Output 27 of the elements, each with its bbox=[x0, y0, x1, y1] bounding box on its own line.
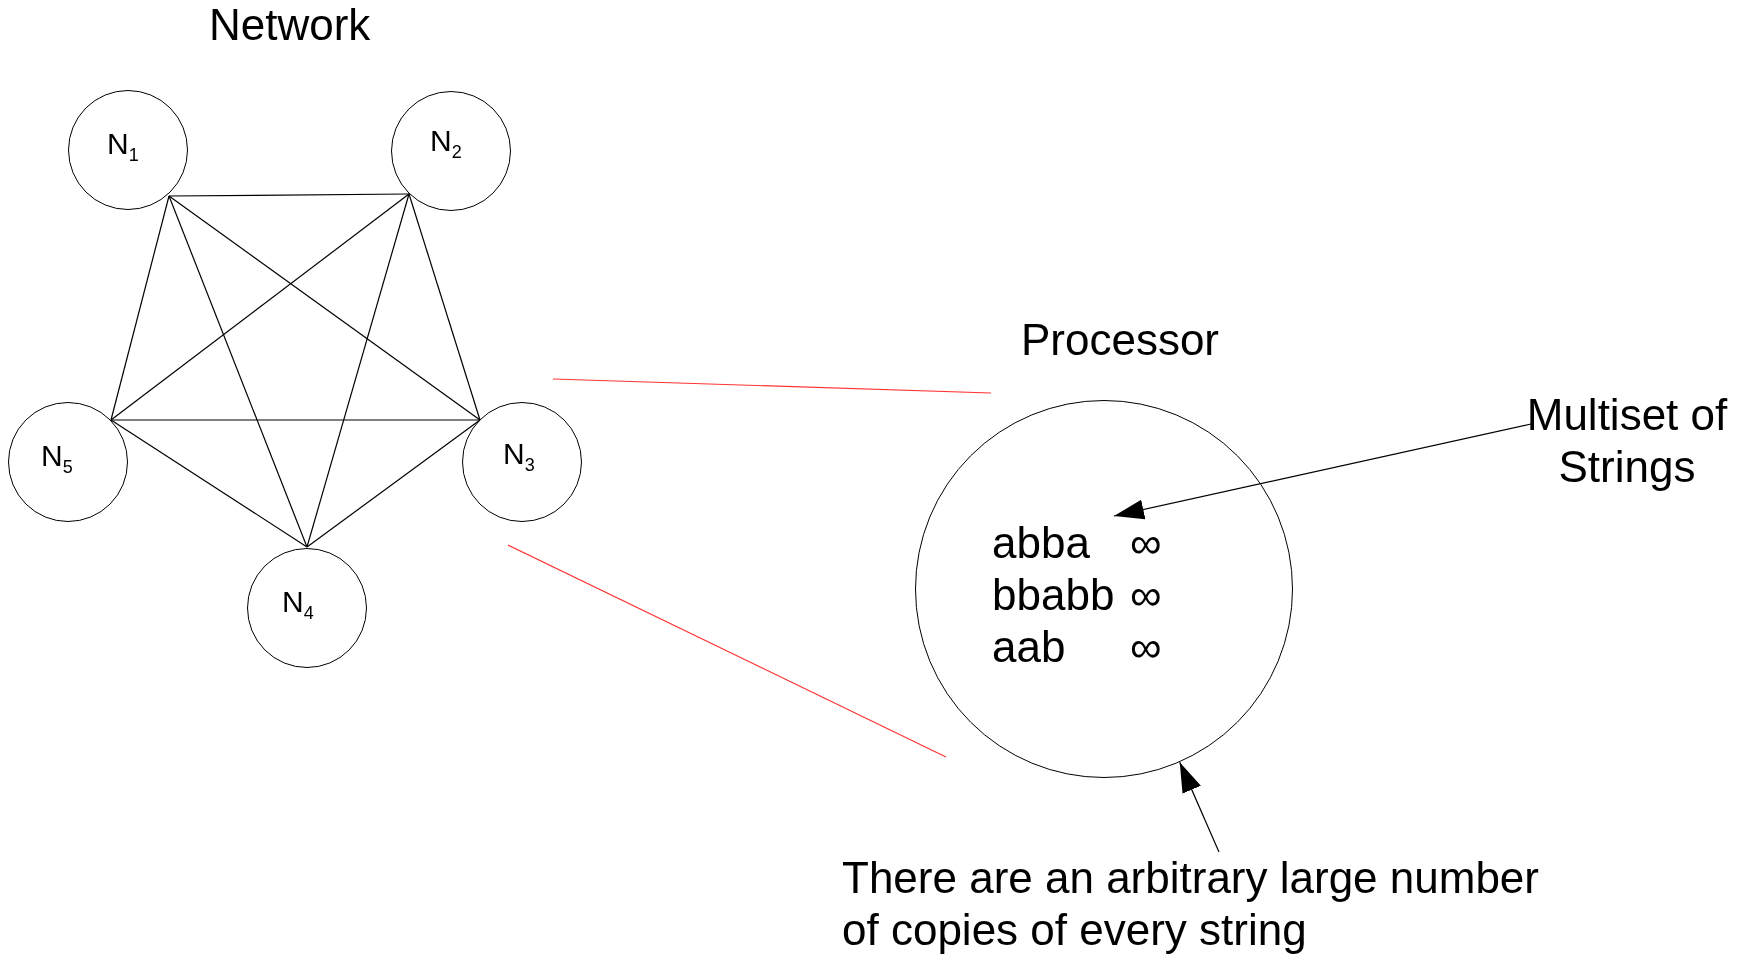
string-text: abba bbox=[992, 517, 1090, 569]
string-text: bbabb bbox=[992, 569, 1115, 621]
connection-line bbox=[306, 193, 410, 548]
node-label: N$_{3}$ bbox=[503, 437, 535, 476]
connection-line bbox=[168, 195, 481, 421]
connection-line bbox=[110, 419, 481, 421]
arrow bbox=[1179, 761, 1220, 853]
node-label: N$_{2}$ bbox=[430, 124, 462, 163]
connection-line bbox=[110, 419, 308, 548]
multiplicity-symbol: ∞ bbox=[1130, 517, 1162, 569]
multiplicity-symbol: ∞ bbox=[1130, 621, 1162, 673]
node-label: N$_{5}$ bbox=[41, 439, 73, 478]
title: Network bbox=[209, 0, 371, 50]
connection-line bbox=[110, 193, 410, 421]
string-text: aab bbox=[992, 621, 1066, 673]
annotation-text: There are an arbitrary large number of copies of every string bbox=[842, 852, 1540, 956]
multiplicity-symbol: ∞ bbox=[1130, 569, 1162, 621]
connection-line bbox=[306, 419, 481, 548]
node-label: N$_{4}$ bbox=[282, 585, 314, 624]
annotation-text: Multiset of Strings bbox=[1525, 389, 1729, 493]
arrow bbox=[1113, 423, 1532, 520]
connection-line bbox=[168, 195, 308, 548]
node-label: N$_{1}$ bbox=[107, 127, 139, 166]
connection-line bbox=[168, 193, 410, 197]
connection-line bbox=[408, 193, 481, 421]
connection-line bbox=[110, 195, 170, 421]
heading: Processor bbox=[1019, 315, 1221, 365]
